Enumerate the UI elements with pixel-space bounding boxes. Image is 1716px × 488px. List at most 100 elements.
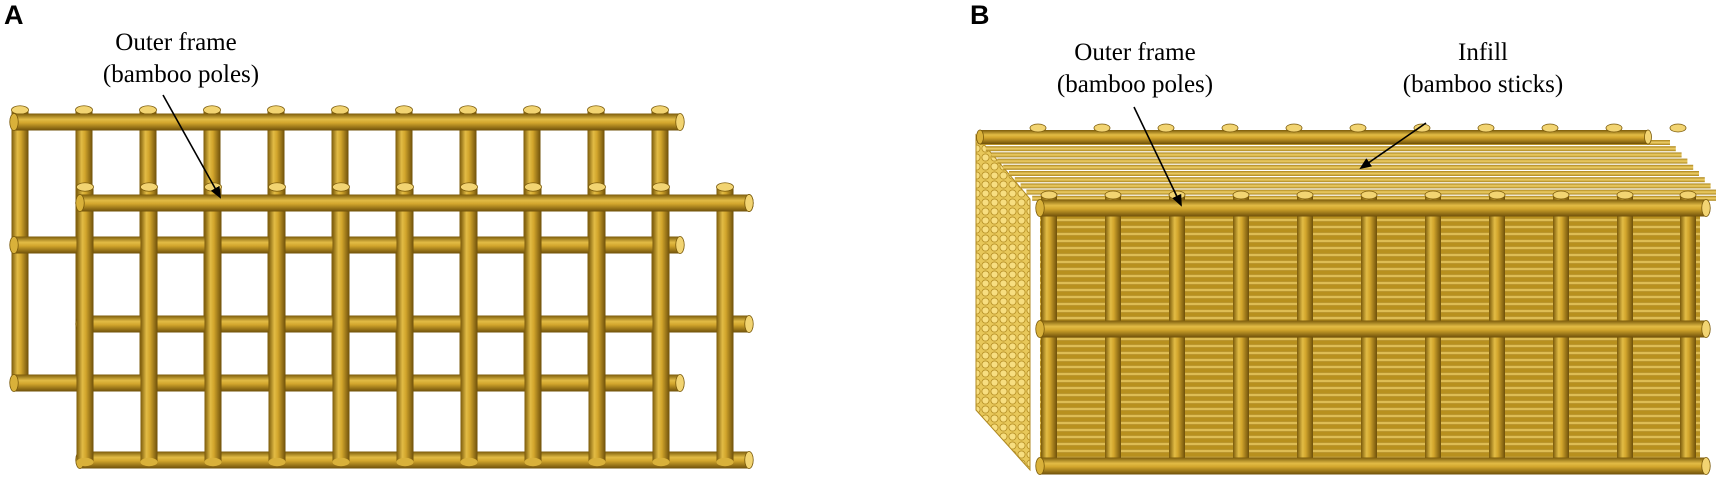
outer-frame-label: Outer frame xyxy=(115,29,236,56)
pole-cap xyxy=(1616,190,1634,200)
pole-cap xyxy=(1679,190,1697,200)
pole-body xyxy=(460,187,478,462)
pole-cap xyxy=(268,182,286,192)
pole-cap xyxy=(651,105,669,115)
pole-cap xyxy=(524,182,542,192)
back-pole-cap xyxy=(1413,123,1431,133)
pole-bottom xyxy=(716,457,734,467)
vertical-pole xyxy=(396,182,414,467)
pole-cap xyxy=(332,182,350,192)
back-pole-cap xyxy=(1029,123,1047,133)
vertical-pole xyxy=(460,182,478,467)
vertical-pole xyxy=(268,182,286,467)
front-frame-b xyxy=(1035,190,1711,475)
vertical-pole xyxy=(140,182,158,467)
back-pole-cap xyxy=(1349,123,1367,133)
pole-end-right xyxy=(1701,457,1711,475)
pole-body xyxy=(1040,457,1706,475)
pole-bottom xyxy=(460,457,478,467)
back-pole-cap xyxy=(1669,123,1687,133)
pole-end-right xyxy=(744,315,754,333)
infill-arrow xyxy=(1359,122,1427,170)
pole-end-left xyxy=(9,236,19,254)
horizontal-pole xyxy=(1035,457,1711,475)
pole-body xyxy=(76,187,94,462)
infill-sublabel: (bamboo sticks) xyxy=(1403,71,1563,98)
pole-cap xyxy=(203,105,221,115)
horizontal-pole xyxy=(1035,320,1711,338)
pole-cap xyxy=(140,182,158,192)
pole-cap xyxy=(1296,190,1314,200)
pole-end-right xyxy=(675,236,685,254)
horizontal-pole xyxy=(9,113,685,131)
pole-bottom xyxy=(332,457,350,467)
pole-cap xyxy=(1488,190,1506,200)
horizontal-pole xyxy=(75,315,754,333)
pole-end-left xyxy=(75,194,85,212)
infill-stick xyxy=(1009,171,1699,176)
pole-end-left xyxy=(9,113,19,131)
infill-stick xyxy=(1014,177,1705,183)
pole-body xyxy=(1040,199,1706,217)
panel-b-annotation-outer: Outer frame (bamboo poles) xyxy=(1057,39,1213,207)
pole-body xyxy=(332,187,350,462)
pole-body xyxy=(652,187,670,462)
infill-side-face xyxy=(975,133,1031,472)
vertical-pole xyxy=(652,182,670,467)
panel-b-label: B xyxy=(970,0,990,30)
panel-a: A Outer frame (bamboo poles) xyxy=(4,0,754,469)
pole-cap xyxy=(139,105,157,115)
back-pole-cap xyxy=(1285,123,1303,133)
panel-a-annotation: Outer frame (bamboo poles) xyxy=(103,29,259,199)
pole-body xyxy=(396,187,414,462)
pole-body xyxy=(14,113,680,131)
pole-cap xyxy=(331,105,349,115)
panel-a-label: A xyxy=(4,0,24,30)
pole-cap xyxy=(1232,190,1250,200)
pole-bottom xyxy=(268,457,286,467)
pole-body xyxy=(524,187,542,462)
outer-frame-label-b: Outer frame xyxy=(1074,39,1195,66)
infill-stick xyxy=(985,146,1676,152)
pole-cap xyxy=(267,105,285,115)
pole-cap xyxy=(396,182,414,192)
pole-cap xyxy=(1552,190,1570,200)
horizontal-pole xyxy=(1035,199,1711,217)
pole-end-left xyxy=(9,374,19,392)
back-pole-cap xyxy=(1093,123,1111,133)
front-frame xyxy=(75,182,754,469)
pole-end-right xyxy=(1701,199,1711,217)
pole-cap xyxy=(460,182,478,192)
vertical-pole xyxy=(204,182,222,467)
pole-end-right xyxy=(1701,320,1711,338)
pole-body xyxy=(80,194,749,212)
outer-frame-arrow-b xyxy=(1133,106,1182,207)
pole-cap xyxy=(523,105,541,115)
infill-stick xyxy=(1020,183,1711,189)
pole-end-left xyxy=(1035,457,1045,475)
pole-body xyxy=(716,187,734,462)
back-pole-cap xyxy=(1605,123,1623,133)
vertical-pole xyxy=(716,182,734,467)
pole-bottom xyxy=(524,457,542,467)
pole-end-right xyxy=(1644,129,1652,145)
pole-cap xyxy=(75,105,93,115)
panel-b-annotation-infill: Infill (bamboo sticks) xyxy=(1359,39,1563,170)
horizontal-pole xyxy=(75,451,754,469)
pole-cap xyxy=(1360,190,1378,200)
pole-cap xyxy=(11,105,29,115)
infill-stick xyxy=(991,152,1682,158)
pole-cap xyxy=(76,182,94,192)
pole-end-right xyxy=(675,374,685,392)
pole-body xyxy=(80,451,749,469)
pole-cap xyxy=(1104,190,1122,200)
outer-frame-sublabel: (bamboo poles) xyxy=(103,61,259,88)
outer-frame-sublabel-b: (bamboo poles) xyxy=(1057,71,1213,98)
pole-cap xyxy=(588,182,606,192)
pole-cap xyxy=(459,105,477,115)
pole-bottom xyxy=(396,457,414,467)
pole-end-left xyxy=(1035,320,1045,338)
pole-body xyxy=(80,315,749,333)
pole-body xyxy=(1040,320,1706,338)
